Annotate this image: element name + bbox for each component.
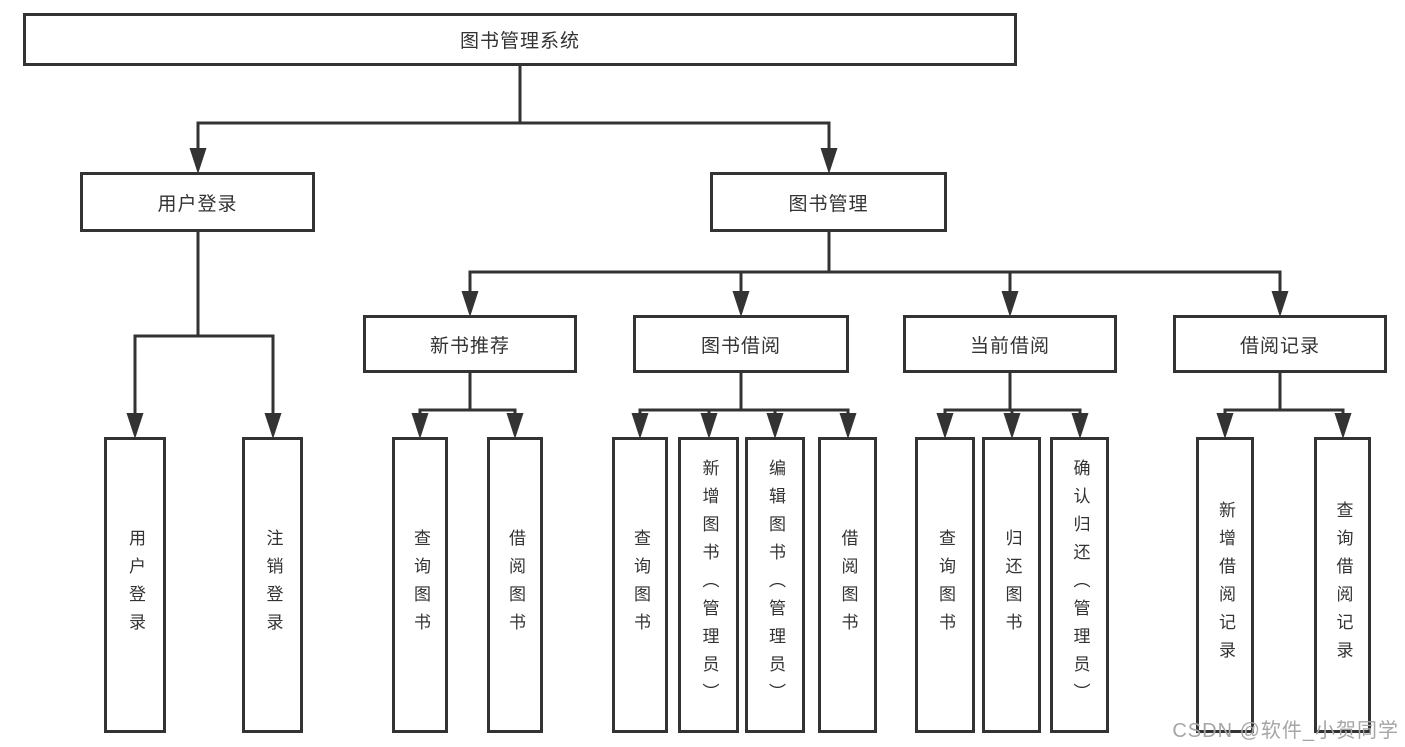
leaf-query-books-borrow-label: 查询图书 (631, 529, 650, 641)
arrow-down-icon (506, 413, 524, 439)
leaf-query-books-current-label: 查询图书 (936, 529, 955, 641)
arrow-down-icon (411, 413, 429, 439)
leaf-query-borrow-record-label: 查询借阅记录 (1333, 501, 1353, 669)
leaf-user-login: 用户登录 (104, 437, 166, 733)
leaf-query-borrow-record: 查询借阅记录 (1314, 437, 1371, 733)
leaf-return-book-label: 归还图书 (1002, 529, 1022, 641)
node-library-management-system: 图书管理系统 (23, 13, 1017, 66)
leaf-query-books-recommend: 查询图书 (392, 437, 448, 733)
arrow-down-icon (1001, 291, 1019, 317)
leaf-edit-book-admin-label: 编辑图书（管理员） (766, 459, 785, 711)
arrow-down-icon (189, 148, 207, 174)
arrow-down-icon (1071, 413, 1089, 439)
leaf-borrow-books-recommend-label: 借阅图书 (506, 529, 525, 641)
leaf-query-books-recommend-label: 查询图书 (411, 529, 430, 641)
leaf-user-login-label: 用户登录 (126, 529, 145, 641)
node-book-borrowing: 图书借阅 (633, 315, 849, 373)
arrow-down-icon (1216, 413, 1234, 439)
arrow-down-icon (1271, 291, 1289, 317)
arrow-down-icon (126, 413, 144, 439)
leaf-borrow-books-recommend: 借阅图书 (487, 437, 543, 733)
node-new-book-recommendation: 新书推荐 (363, 315, 577, 373)
arrow-down-icon (732, 291, 750, 317)
leaf-borrow-books-label: 借阅图书 (838, 529, 858, 641)
leaf-confirm-return-admin-label: 确认归还（管理员） (1070, 459, 1090, 711)
node-book-management: 图书管理 (710, 172, 947, 232)
arrow-down-icon (264, 413, 282, 439)
arrow-down-icon (820, 148, 838, 174)
leaf-borrow-books: 借阅图书 (818, 437, 877, 733)
arrow-down-icon (839, 413, 857, 439)
arrow-down-icon (700, 413, 718, 439)
leaf-add-borrow-record-label: 新增借阅记录 (1216, 501, 1235, 669)
leaf-logout-label: 注销登录 (263, 529, 283, 641)
arrowhead-icons (126, 148, 1352, 439)
leaf-add-borrow-record: 新增借阅记录 (1196, 437, 1254, 733)
arrow-down-icon (1003, 413, 1021, 439)
leaf-query-books-current: 查询图书 (915, 437, 975, 733)
arrow-down-icon (1334, 413, 1352, 439)
leaf-confirm-return-admin: 确认归还（管理员） (1050, 437, 1109, 733)
leaf-query-books-borrow: 查询图书 (612, 437, 668, 733)
csdn-watermark: CSDN @软件_小贺同学 (1172, 720, 1399, 742)
leaf-add-book-admin: 新增图书（管理员） (678, 437, 739, 733)
leaf-edit-book-admin: 编辑图书（管理员） (745, 437, 805, 733)
node-borrowing-records: 借阅记录 (1173, 315, 1387, 373)
node-user-login: 用户登录 (80, 172, 315, 232)
arrow-down-icon (936, 413, 954, 439)
node-current-borrowing: 当前借阅 (903, 315, 1117, 373)
leaf-return-book: 归还图书 (982, 437, 1041, 733)
leaf-logout: 注销登录 (242, 437, 303, 733)
arrow-down-icon (631, 413, 649, 439)
arrow-down-icon (461, 291, 479, 317)
arrow-down-icon (766, 413, 784, 439)
leaf-add-book-admin-label: 新增图书（管理员） (699, 459, 719, 711)
